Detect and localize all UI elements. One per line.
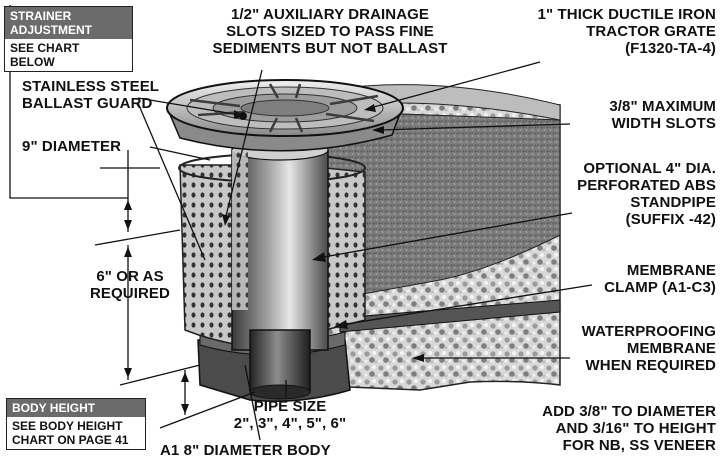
ballast-guard-label: STAINLESS STEEL BALLAST GUARD [22, 78, 160, 112]
height-label: 6" OR AS REQUIRED [90, 268, 170, 302]
body-label: A1 8" DIAMETER BODY [160, 442, 331, 459]
auxiliary-slots-label: 1/2" AUXILIARY DRAINAGE SLOTS SIZED TO P… [212, 6, 448, 57]
waterproofing-membrane-label: WATERPROOFING MEMBRANE WHEN REQUIRED [581, 323, 716, 374]
membrane-clamp-label: MEMBRANE CLAMP (A1-C3) [604, 262, 716, 296]
body-height-box: BODY HEIGHT SEE BODY HEIGHT CHART ON PAG… [6, 398, 146, 450]
body-height-title: BODY HEIGHT [7, 399, 145, 417]
ballast-guard [178, 153, 366, 346]
body-height-note: SEE BODY HEIGHT CHART ON PAGE 41 [12, 419, 129, 447]
veneer-note-label: ADD 3/8" TO DIAMETER AND 3/16" TO HEIGHT… [542, 403, 716, 454]
leader-arrowheads [222, 104, 424, 362]
strainer-diameter-label: 9" DIAMETER [22, 138, 122, 155]
tractor-grate [166, 79, 404, 152]
tractor-grate-label: 1" THICK DUCTILE IRON TRACTOR GRATE (F13… [537, 6, 716, 57]
strainer-box-title: STRAINER ADJUSTMENT [5, 7, 132, 39]
standpipe [231, 139, 329, 351]
strainer-adjustment-box: STRAINER ADJUSTMENT SEE CHART BELOW [4, 6, 133, 72]
pipe-size-label: PIPE SIZE 2", 3", 4", 5", 6" [233, 398, 347, 432]
leader-lines [137, 61, 593, 441]
strainer-box-note: SEE CHART BELOW [10, 41, 80, 69]
max-slots-label: 3/8" MAXIMUM WIDTH SLOTS [609, 98, 716, 132]
dimension-arrowheads [124, 200, 189, 414]
outlet-pipe [249, 329, 311, 400]
standpipe-label: OPTIONAL 4" DIA. PERFORATED ABS STANDPIP… [577, 160, 716, 228]
